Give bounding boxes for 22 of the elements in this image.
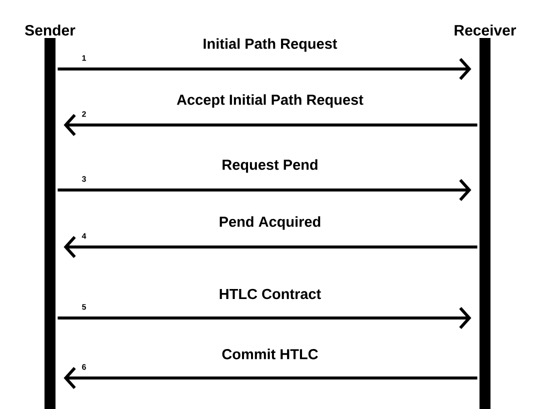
- step-number: 5: [82, 304, 86, 310]
- message-label: Initial Path Request: [204, 38, 338, 52]
- step-number: 3: [82, 176, 86, 182]
- message-label: Accept Initial Path Request: [176, 94, 364, 108]
- message-label: Pend Acquired: [220, 216, 320, 230]
- message-label: HTLC Contract: [220, 288, 321, 300]
- arrow: [58, 306, 472, 329]
- message-label: Commit HTLC: [222, 348, 318, 360]
- lifeline: Receiver: [454, 24, 516, 409]
- step-number: 2: [82, 111, 86, 117]
- arrow: [58, 179, 472, 201]
- arrow: [64, 114, 478, 136]
- step-number: 1: [82, 55, 86, 61]
- arrow: [58, 58, 472, 80]
- lifeline: Sender: [25, 24, 76, 409]
- step-number: 6: [82, 364, 86, 370]
- arrow: [64, 366, 478, 389]
- node-label: Receiver: [454, 24, 516, 36]
- message-label: Request Pend: [222, 159, 318, 173]
- node-label: Sender: [25, 24, 76, 36]
- arrow: [64, 236, 478, 258]
- step-number: 4: [82, 233, 86, 239]
